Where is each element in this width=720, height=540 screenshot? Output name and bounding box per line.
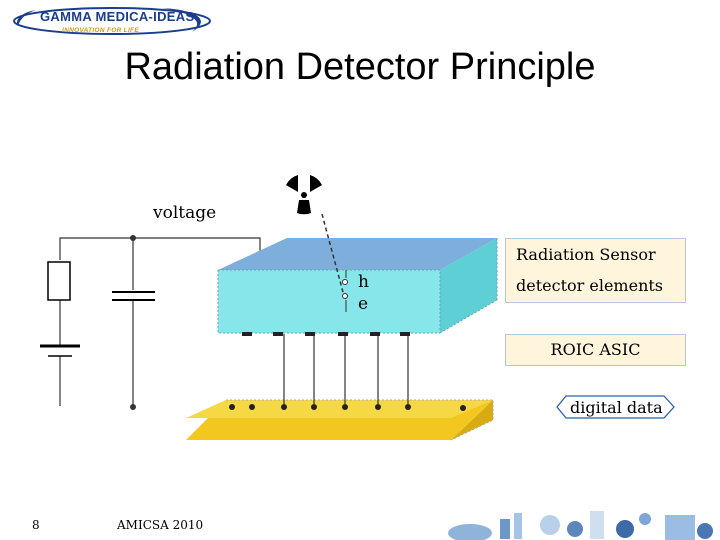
footer-image-strip	[440, 505, 720, 540]
footer-event: AMICSA 2010	[117, 518, 204, 532]
particle-track	[321, 213, 345, 297]
electron-label: e	[358, 294, 368, 314]
digital-data-label: digital data	[570, 398, 663, 417]
readout-wires	[283, 334, 409, 405]
hole-label: h	[358, 272, 369, 292]
logo-text: GAMMA MEDICA-IDEAS	[40, 9, 195, 24]
radiation-icon	[286, 175, 322, 215]
radiation-sensor-box: Radiation Sensor detector elements	[505, 238, 686, 303]
slide-title: Radiation Detector Principle	[124, 46, 596, 88]
battery	[40, 344, 80, 357]
junction-dot	[130, 235, 136, 241]
capacitor	[112, 291, 155, 301]
bias-circuit	[59, 237, 261, 407]
roic-asic-box: ROIC ASIC	[505, 334, 686, 366]
voltage-label: voltage	[152, 203, 216, 223]
ground-dot	[130, 404, 136, 410]
logo-tagline: INNOVATION FOR LIFE	[62, 27, 139, 34]
company-logo	[13, 7, 211, 35]
digital-data-arrow	[556, 395, 675, 419]
sensor-box-title: Radiation Sensor	[516, 245, 656, 264]
charge-carriers	[342, 270, 348, 312]
radiation-sensor-slab	[217, 238, 498, 336]
roic-asic-slab	[186, 399, 494, 441]
resistor	[47, 261, 71, 301]
sensor-box-subtitle: detector elements	[516, 276, 664, 295]
page-number: 8	[32, 518, 40, 532]
